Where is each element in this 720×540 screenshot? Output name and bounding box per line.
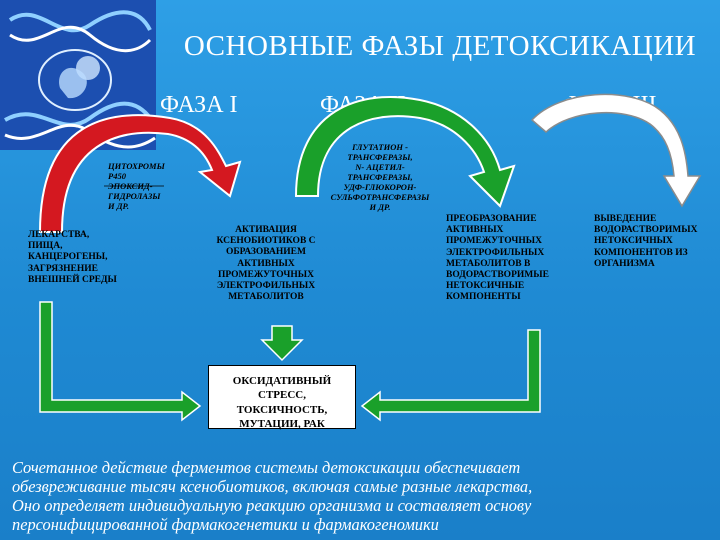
phase-3-arrow: [530, 93, 702, 208]
phase-2-enzymes: ГЛУТАТИОН -ТРАНСФЕРАЗЫ,N- АЦЕТИЛ-ТРАНСФЕ…: [330, 142, 430, 213]
phase-2-arrow: [294, 96, 516, 208]
down-arrow: [260, 325, 304, 362]
summary-note: Сочетанное действие ферментов системы де…: [12, 458, 533, 534]
right-connector-arrow: [360, 329, 541, 422]
left-connector-arrow: [39, 301, 202, 422]
dna-embryo-icon: [0, 0, 156, 150]
page-title: ОСНОВНЫЕ ФАЗЫ ДЕТОКСИКАЦИИ: [183, 30, 697, 62]
phase-1-label: ФАЗА I: [160, 92, 238, 118]
phase-1-arrow: [38, 114, 242, 233]
